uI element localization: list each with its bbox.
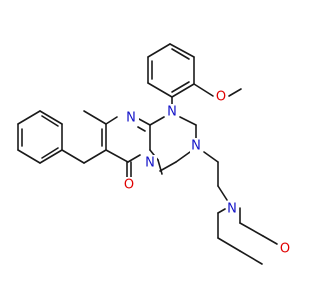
bond	[169, 43, 195, 58]
atom-label-n3: N	[145, 156, 155, 171]
bond	[217, 208, 226, 214]
bond	[147, 43, 171, 58]
bond	[175, 151, 191, 163]
bond	[61, 149, 85, 164]
atom-label-o-morpholine: O	[280, 242, 290, 257]
atom-label-o-carbonyl: O	[124, 178, 134, 193]
atom-o-methoxy: O	[214, 89, 228, 105]
bond	[17, 149, 41, 164]
bond	[193, 83, 214, 97]
atom-n-morpholine: N	[226, 201, 239, 217]
bond	[17, 110, 41, 125]
atom-label-n-morpholine: N	[227, 202, 237, 217]
bond	[159, 161, 177, 172]
atom-n1: N	[166, 104, 179, 120]
bond	[105, 116, 118, 125]
atom-label-o-methoxy: O	[216, 90, 226, 105]
bonds	[17, 43, 278, 265]
molecule-diagram: N N N N N O O O	[17, 43, 292, 265]
bond	[137, 126, 146, 132]
bond	[83, 110, 107, 125]
bond	[217, 237, 241, 252]
bond	[217, 185, 228, 201]
atom-n4: N	[190, 138, 203, 154]
bond	[83, 149, 107, 164]
bond	[138, 118, 151, 126]
bond	[171, 48, 190, 60]
bond	[171, 81, 190, 93]
bond	[127, 154, 141, 163]
bond	[39, 110, 63, 125]
bond	[41, 115, 59, 127]
bond	[239, 222, 264, 237]
molecule-canvas: N N N N N O O O	[17, 43, 292, 265]
atom-label-n1: N	[167, 105, 177, 120]
bond	[149, 116, 165, 126]
bond	[157, 159, 163, 175]
atom-labels: N N N N N O O O	[122, 89, 292, 257]
bond	[41, 147, 59, 159]
bond	[262, 235, 278, 245]
atom-n3: N	[144, 155, 157, 171]
atom-n2: N	[126, 111, 139, 126]
bond	[179, 116, 197, 126]
bond	[239, 250, 263, 265]
bond	[203, 151, 219, 163]
bond	[147, 82, 173, 98]
atom-o-carbonyl: O	[122, 177, 136, 193]
atom-label-n4: N	[191, 139, 201, 154]
bond	[228, 88, 242, 97]
atom-o-morpholine: O	[278, 241, 292, 257]
atom-label-n2: N	[126, 111, 136, 126]
bond	[171, 83, 195, 98]
bond	[105, 149, 129, 163]
bond	[39, 149, 63, 164]
